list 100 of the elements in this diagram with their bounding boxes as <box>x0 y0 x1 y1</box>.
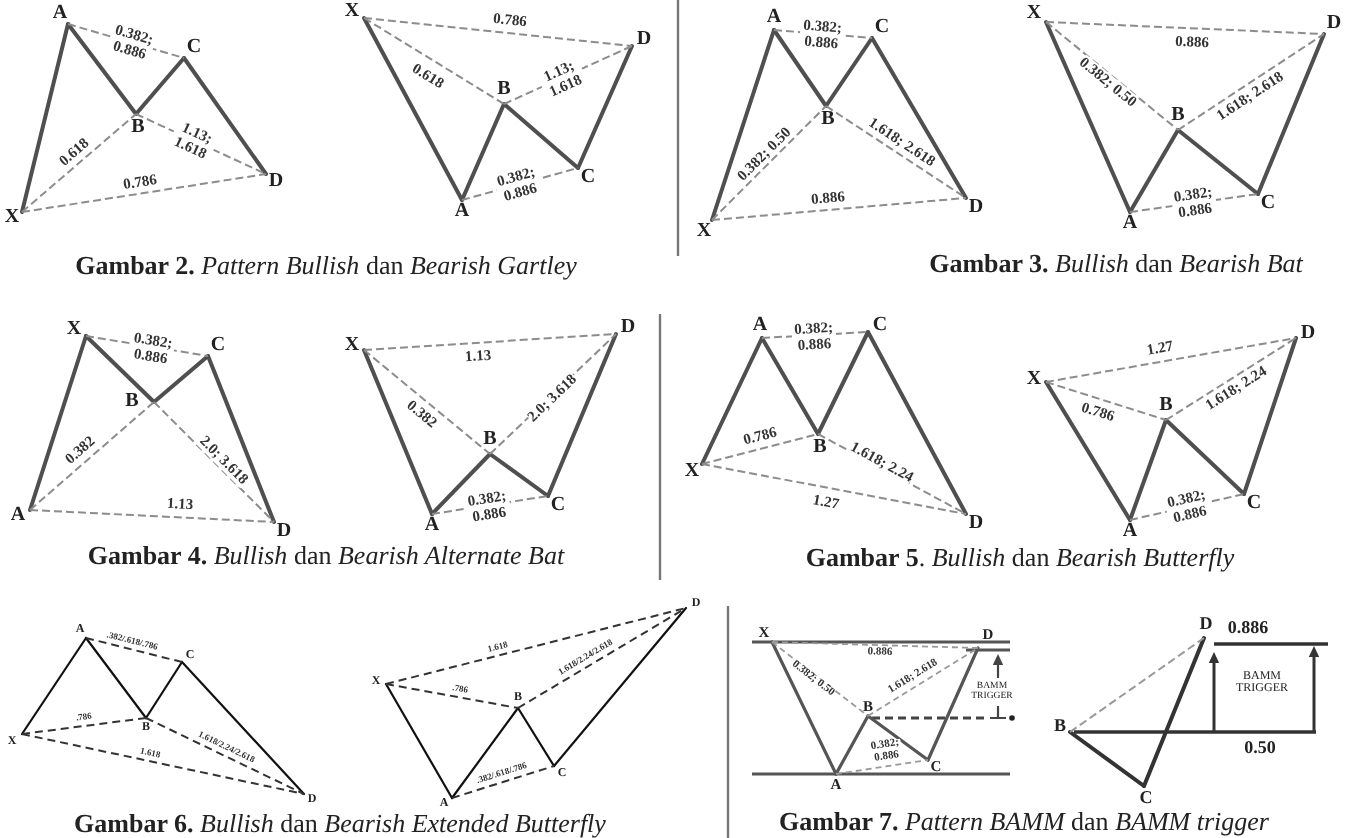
figure-caption: Gambar 7. Pattern BAMM dan BAMM trigger <box>779 808 1269 836</box>
pattern-leg-line <box>1128 418 1168 522</box>
pattern-leg-line <box>710 28 776 222</box>
pattern-leg-line <box>20 636 88 736</box>
level-label: 0.886 <box>1227 618 1269 638</box>
point-label: A <box>1122 214 1138 234</box>
dashed-ratio-line <box>363 333 617 351</box>
dashed-ratio-line <box>385 683 519 709</box>
pattern-leg-line <box>1242 336 1298 496</box>
point-label: D <box>1199 615 1213 633</box>
point-label: X <box>1026 370 1042 390</box>
dashed-ratio-line <box>711 197 967 221</box>
dashed-ratio-line <box>761 331 869 339</box>
figure-caption: Gambar 3. Bullish dan Bearish Bat <box>929 250 1303 278</box>
figure-caption: Gambar 5. Bullish dan Bearish Butterfly <box>805 544 1235 572</box>
dashed-ratio-line <box>701 463 967 515</box>
dashed-ratio-line <box>701 433 819 465</box>
pattern-leg-line <box>66 22 138 116</box>
pattern-leg-line <box>576 44 634 170</box>
point-label: C <box>210 336 226 356</box>
pattern-leg-line <box>1176 128 1260 196</box>
point-label: X <box>66 320 82 340</box>
pattern-leg-line <box>1256 32 1326 196</box>
point-label: B <box>125 392 139 412</box>
pattern-leg-line <box>1044 20 1132 214</box>
point-label: C <box>1260 194 1276 214</box>
point-label: B <box>813 438 827 458</box>
dashed-ratio-line <box>451 765 555 799</box>
dashed-ratio-line <box>21 717 147 735</box>
dashed-ratio-line <box>21 733 305 795</box>
pattern-leg-line <box>1128 128 1180 214</box>
pattern-leg-line <box>870 36 968 200</box>
dashed-ratio-line <box>825 105 967 199</box>
pattern-leg-line <box>1142 636 1206 788</box>
pattern-leg-line <box>488 452 550 498</box>
point-label: C <box>580 168 596 188</box>
point-label: X <box>696 222 712 242</box>
pattern-leg-line <box>430 452 492 516</box>
level-label: 0.50 <box>1244 738 1276 758</box>
point-label: A <box>10 506 26 526</box>
dashed-ratio-line <box>771 641 979 649</box>
pattern-leg-line <box>502 102 580 170</box>
pattern-leg-line <box>362 348 434 516</box>
dashed-ratio-line <box>85 637 183 663</box>
point-label: D <box>968 514 984 534</box>
pattern-leg-line <box>144 660 184 720</box>
point-label: D <box>620 318 636 338</box>
point-label: B <box>1159 396 1173 416</box>
pattern-leg-line <box>134 56 186 116</box>
point-label: D <box>1326 14 1342 34</box>
dashed-ratio-line <box>1045 21 1325 35</box>
pattern-leg-line <box>552 606 688 768</box>
pattern-leg-line <box>816 330 870 436</box>
pattern-leg-line <box>866 714 930 762</box>
point-label: A <box>454 202 470 222</box>
point-label: X <box>4 208 20 228</box>
dashed-ratio-line <box>363 17 633 47</box>
point-label: B <box>821 110 835 130</box>
point-label: B <box>131 118 145 138</box>
dashed-ratio-line <box>1165 337 1297 421</box>
dashed-ratio-line <box>145 717 305 795</box>
pattern-leg-line <box>28 334 88 512</box>
dashed-ratio-line <box>153 401 275 523</box>
point-label: D <box>968 198 984 218</box>
point-label: X <box>684 462 700 482</box>
point-label: B <box>483 430 497 450</box>
dashed-ratio-line <box>363 17 505 105</box>
pattern-leg-line <box>182 56 268 176</box>
dashed-ratio-line <box>867 647 979 717</box>
pattern-leg-line <box>926 646 980 762</box>
point-label: D <box>636 30 652 50</box>
pattern-leg-line <box>180 660 306 796</box>
dashed-ratio-line <box>1069 637 1205 733</box>
pattern-leg-line <box>362 16 464 202</box>
dashed-ratio-line <box>29 401 155 511</box>
pattern-leg-line <box>516 706 556 768</box>
dashed-ratio-line <box>1045 381 1167 421</box>
dashed-ratio-line <box>1045 337 1297 383</box>
pattern-leg-line <box>700 336 764 466</box>
pattern-leg-line <box>1044 380 1132 522</box>
pattern-leg-line <box>824 36 874 108</box>
dashed-ratio-line <box>1129 193 1259 213</box>
point-label: D <box>268 172 284 192</box>
point-label: B <box>1054 717 1066 735</box>
point-label: X <box>344 336 360 356</box>
pattern-leg-line <box>770 640 838 776</box>
point-label: C <box>186 38 202 58</box>
pattern-leg-line <box>760 336 820 436</box>
point-label: A <box>52 4 68 24</box>
point-label: A <box>1122 522 1138 542</box>
pattern-leg-line <box>772 28 828 108</box>
pattern-leg-line <box>206 354 276 524</box>
pattern-leg-line <box>152 354 210 404</box>
point-label: A <box>752 316 768 336</box>
point-label: C <box>874 18 890 38</box>
pattern-leg-line <box>20 22 70 214</box>
point-label: A <box>766 8 782 28</box>
figure-caption: Gambar 2. Pattern Bullish dan Bearish Gartley <box>75 252 577 280</box>
dashed-ratio-line <box>21 113 137 213</box>
dashed-ratio-line <box>21 173 267 213</box>
